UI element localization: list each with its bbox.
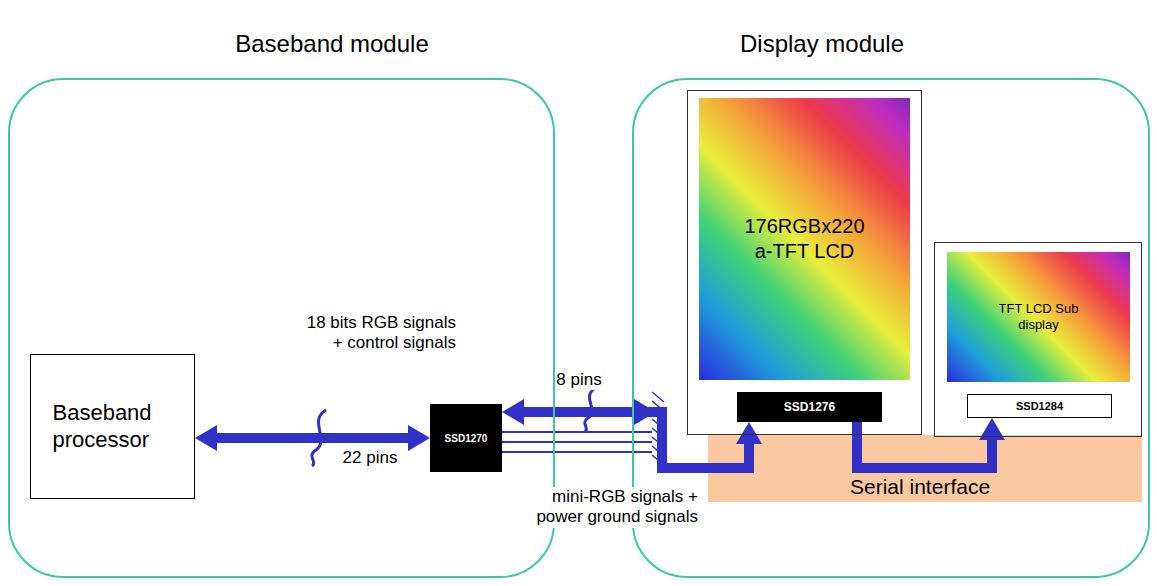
processor-box: Baseband processor [30,354,195,499]
bus-line [215,433,410,443]
module-region: Display module176RGBx220 a-TFT LCDSSD127… [632,78,1150,578]
arrow-head [408,425,430,451]
box-label: 176RGBx220 a-TFT LCD [699,98,910,380]
interface-band: Serial interface [708,435,1142,502]
bus-arrow [857,418,1005,468]
arrow-head [195,425,217,451]
box-label: Baseband processor [53,400,173,453]
box-label: Serial interface [850,475,990,499]
chip-box: SSD1276 [737,392,882,422]
arrow-head [736,422,762,444]
module-region: Baseband moduleBaseband processorSSD1270 [8,78,555,578]
box-label: TFT LCD Sub display [947,252,1130,382]
arrow-head [634,399,656,425]
bus-pin-count: 22 pins [343,448,398,468]
arrow-head [502,399,524,425]
module-heading: Baseband module [235,30,428,58]
signal-note: mini-RGB signals + power ground signals [530,487,698,528]
chip-box: SSD1284 [967,394,1112,418]
chip-box: SSD1270 [430,404,502,472]
lcd-screen [699,98,910,380]
box-label: SSD1276 [784,400,835,414]
bus-pin-count: 8 pins [556,370,601,390]
module-heading: Display module [740,30,904,58]
signal-note: 18 bits RGB signals + control signals [298,313,456,354]
signal-wires [500,432,652,452]
lcd-panel: TFT LCD Sub displaySSD1284 [934,242,1142,437]
box-label: SSD1270 [445,433,488,444]
lcd-panel: 176RGBx220 a-TFT LCD SSD1276 [687,90,922,435]
box-label: SSD1284 [1016,400,1063,412]
bus-line [857,422,992,468]
